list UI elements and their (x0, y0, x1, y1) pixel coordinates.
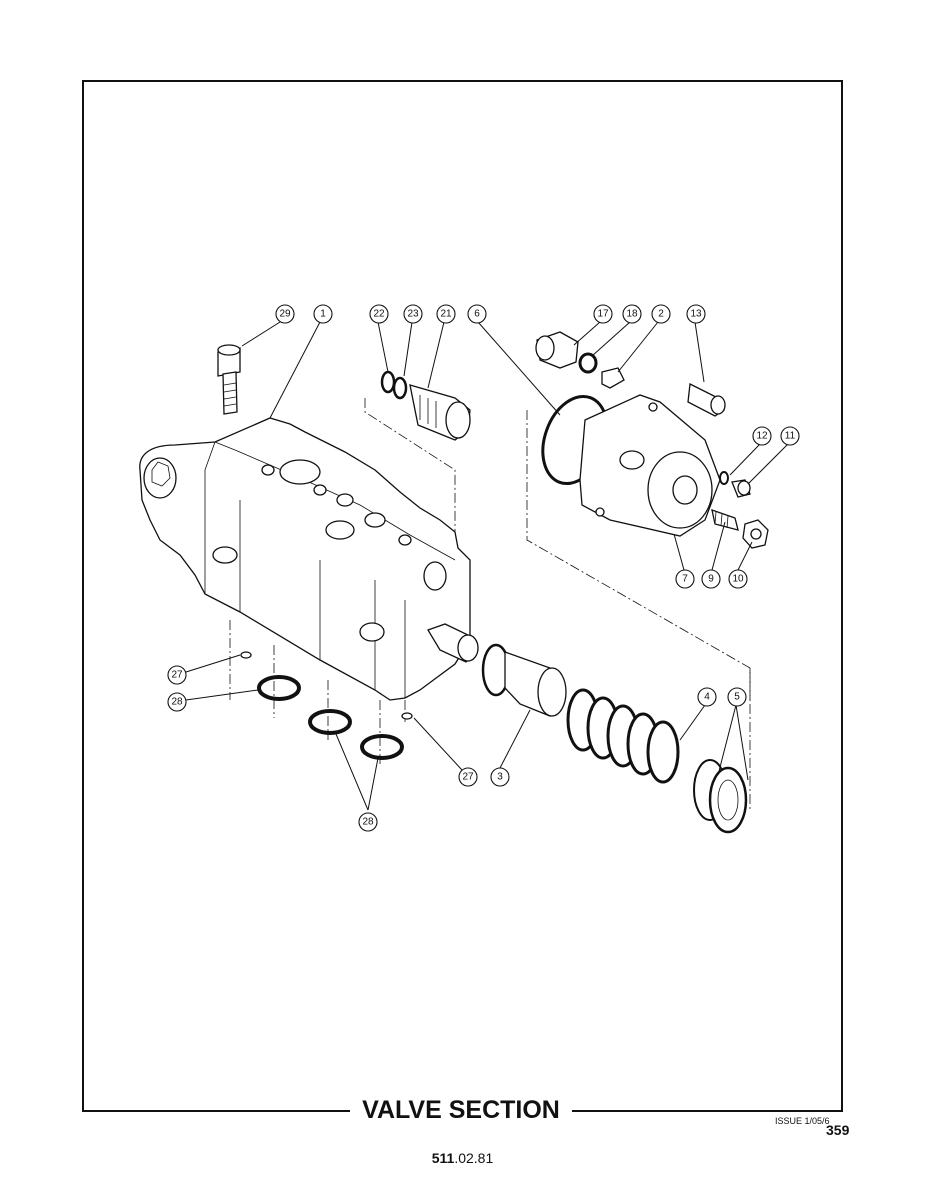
o-ring-12 (719, 471, 729, 485)
svg-text:21: 21 (440, 309, 452, 320)
svg-text:13: 13 (690, 309, 702, 320)
svg-text:7: 7 (682, 574, 688, 585)
callout-13: 13 (686, 304, 706, 324)
bottom-rule-right (572, 1110, 843, 1112)
svg-text:27: 27 (462, 772, 474, 783)
callout-2: 2 (651, 304, 671, 324)
callout-28-bottom: 28 (358, 812, 378, 832)
callout-5: 5 (727, 687, 747, 707)
svg-text:22: 22 (373, 309, 385, 320)
cap-screw (217, 344, 241, 415)
spring (566, 688, 680, 784)
callout-10: 10 (728, 569, 748, 589)
o-ring-28c (360, 734, 404, 760)
callout-4: 4 (697, 687, 717, 707)
callout-3: 3 (490, 767, 510, 787)
svg-text:28: 28 (362, 817, 374, 828)
doc-ref-rest: .02.81 (454, 1150, 494, 1166)
svg-text:9: 9 (708, 574, 714, 585)
relief-valve-cartridge (380, 370, 471, 441)
svg-text:12: 12 (756, 431, 768, 442)
o-ring-28b (308, 709, 352, 735)
spring-washers (693, 759, 748, 834)
o-ring-28a (257, 675, 301, 701)
svg-text:27: 27 (171, 670, 183, 681)
page-number: 359 (826, 1122, 850, 1138)
callout-22: 22 (369, 304, 389, 324)
callout-1: 1 (313, 304, 333, 324)
svg-text:11: 11 (785, 431, 796, 442)
o-ring-27a (240, 651, 252, 659)
screw-9 (711, 509, 739, 531)
screw-13 (687, 383, 726, 417)
svg-text:28: 28 (171, 697, 183, 708)
nut-10 (742, 519, 769, 549)
callout-11: 11 (780, 426, 800, 446)
page-border (82, 80, 843, 1111)
o-ring-18 (578, 352, 598, 374)
svg-text:10: 10 (732, 574, 744, 585)
spool-sleeve (481, 643, 567, 717)
plug-11 (731, 479, 751, 498)
svg-text:17: 17 (597, 309, 609, 320)
callout-7: 7 (675, 569, 695, 589)
callout-27-left: 27 (167, 665, 187, 685)
o-ring-27b (401, 712, 413, 720)
doc-reference: 511.02.81 (0, 1150, 925, 1166)
svg-text:18: 18 (626, 309, 638, 320)
valve-body (139, 417, 479, 701)
issue-label: ISSUE 1/05/6 (775, 1116, 830, 1126)
callout-29: 29 (275, 304, 295, 324)
bottom-rule-left (82, 1110, 350, 1112)
plug-2 (601, 367, 625, 389)
callout-28-left: 28 (167, 692, 187, 712)
callout-21: 21 (436, 304, 456, 324)
callout-18: 18 (622, 304, 642, 324)
svg-text:6: 6 (474, 309, 480, 320)
callout-12: 12 (752, 426, 772, 446)
svg-text:2: 2 (658, 309, 664, 320)
svg-text:3: 3 (497, 772, 503, 783)
callout-17: 17 (593, 304, 613, 324)
svg-text:1: 1 (320, 309, 326, 320)
svg-text:29: 29 (279, 309, 291, 320)
doc-ref-bold: 511 (431, 1150, 455, 1166)
callout-23: 23 (403, 304, 423, 324)
svg-text:23: 23 (407, 309, 419, 320)
callout-9: 9 (701, 569, 721, 589)
leader-lines (185, 321, 789, 811)
svg-text:5: 5 (734, 692, 740, 703)
end-cover (541, 394, 721, 537)
callout-6: 6 (467, 304, 487, 324)
svg-text:4: 4 (704, 692, 710, 703)
callout-27-right: 27 (458, 767, 478, 787)
plug-17 (535, 331, 579, 369)
page-title: VALVE SECTION (350, 1094, 572, 1126)
